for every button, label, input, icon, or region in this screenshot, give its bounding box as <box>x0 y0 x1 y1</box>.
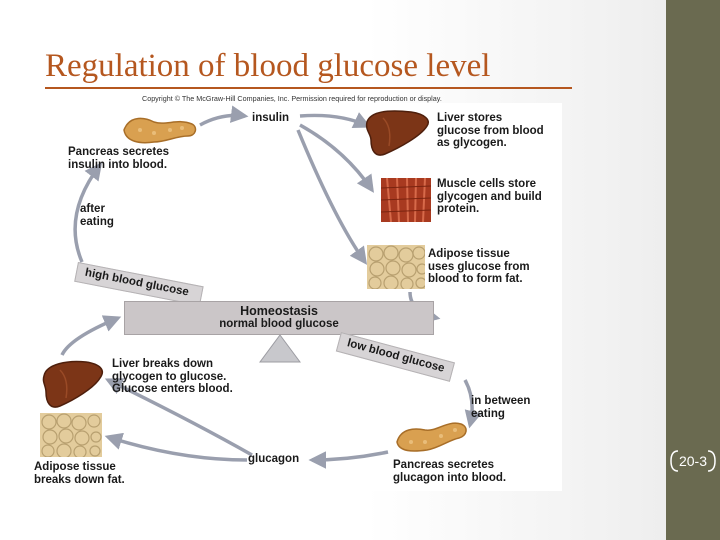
arrow-glucagon-to-adipose <box>104 432 248 462</box>
slide-number-text: 20-3 <box>678 453 708 469</box>
arrow-insulin-to-liver <box>299 112 372 129</box>
adipose-icon-bottom <box>40 413 102 457</box>
side-bar <box>666 0 720 540</box>
title-underline <box>45 87 572 89</box>
arrow-high-glucose-to-pancreas <box>73 162 103 263</box>
adipose-icon-top <box>367 245 425 289</box>
arrow-pancreas-to-insulin <box>199 105 249 127</box>
slide-title: Regulation of blood glucose level <box>45 48 491 84</box>
arrow-liver-to-homeostasis <box>60 315 122 356</box>
muscle-cells-icon <box>381 178 431 222</box>
liver-icon-top <box>365 110 429 156</box>
homeostasis-bar: Homeostasis normal blood glucose <box>124 301 434 335</box>
arrow-pancreas-to-glucagon <box>308 450 389 469</box>
homeostasis-label: Homeostasis <box>240 304 318 318</box>
liver-icon-bottom <box>42 360 104 408</box>
slide-number-brackets <box>670 450 716 472</box>
insulin-label: insulin <box>252 112 290 124</box>
copyright-notice: Copyright © The McGraw-Hill Companies, I… <box>142 94 442 103</box>
arrow-glucagon-to-liver <box>104 378 253 457</box>
pancreas-icon-top <box>123 117 197 144</box>
arrow-insulin-to-muscle <box>299 123 374 193</box>
glucagon-label: glucagon <box>248 453 300 465</box>
slide-number: 20-3 <box>668 450 718 472</box>
normal-glucose-label: normal blood glucose <box>219 318 339 330</box>
pancreas-icon-bottom <box>396 422 467 452</box>
arrow-lowglucose-to-pancreas <box>463 379 482 429</box>
fulcrum-triangle <box>259 334 301 363</box>
arrow-insulin-to-adipose <box>296 129 368 265</box>
